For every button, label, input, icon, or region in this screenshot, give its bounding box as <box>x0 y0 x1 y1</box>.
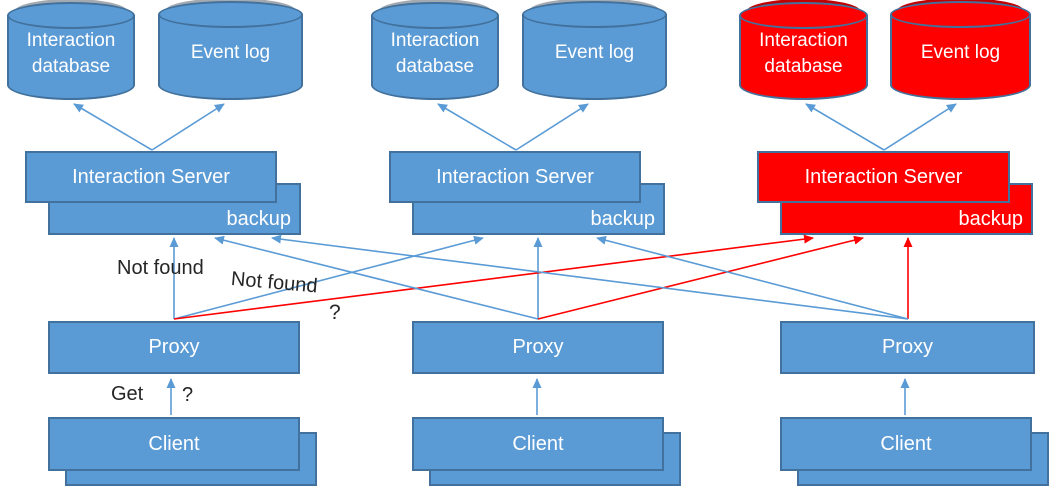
proxy-label-3: Proxy <box>881 336 934 358</box>
event-log-cylinder-3: Event log <box>890 0 1031 100</box>
edge-server1-to-database1 <box>73 103 153 151</box>
interaction-server-label-3: Interaction Server <box>804 165 963 188</box>
proxy-box-2: Proxy <box>412 321 664 374</box>
interaction-database-label-2: Interaction database <box>371 15 499 100</box>
cylinder-top-ellipse <box>739 2 868 29</box>
edge-proxy3-to-backup2 <box>596 235 909 320</box>
event-log-label-2: Event log <box>522 14 667 100</box>
interaction-server-box-1: Interaction Server <box>25 151 277 203</box>
interaction-database-cylinder-2: Interaction database <box>371 0 499 100</box>
proxy-label-1: Proxy <box>148 336 200 358</box>
interaction-server-label-2: Interaction Server <box>436 165 594 188</box>
client-box-2: Client <box>412 417 664 471</box>
edge-server1-to-eventlog1 <box>151 103 225 151</box>
proxy-label-2: Proxy <box>512 336 564 358</box>
question-mark-upper: ? <box>329 301 341 324</box>
edge-server3-to-database3 <box>805 103 885 151</box>
interaction-database-label-1: Interaction database <box>7 15 135 100</box>
event-log-label-1: Event log <box>158 14 303 100</box>
backup-label-3: backup <box>958 208 1024 230</box>
client-box-1: Client <box>48 417 300 471</box>
event-log-cylinder-1: Event log <box>158 0 303 100</box>
client-label-1: Client <box>148 432 200 455</box>
cylinder-top-ellipse <box>371 2 499 29</box>
interaction-database-label-3: Interaction database <box>739 15 868 100</box>
question-mark-lower: ? <box>182 384 194 406</box>
edge-proxy2-to-backup3 <box>537 235 864 320</box>
event-log-label-3: Event log <box>890 14 1031 100</box>
backup-label-2: backup <box>590 208 656 230</box>
backup-label-1: backup <box>226 208 292 230</box>
cylinder-top-ellipse <box>7 2 135 29</box>
interaction-server-box-3: Interaction Server <box>757 151 1010 203</box>
cylinder-top-ellipse <box>522 1 667 28</box>
event-log-cylinder-2: Event log <box>522 0 667 100</box>
client-label-2: Client <box>512 432 564 455</box>
edge-server2-to-database2 <box>437 103 517 151</box>
cylinder-top-ellipse <box>890 1 1031 28</box>
cylinder-top-ellipse <box>158 1 303 28</box>
not-found-label-right: Not found <box>230 268 319 298</box>
client-box-3: Client <box>780 417 1032 471</box>
proxy-box-3: Proxy <box>780 321 1035 374</box>
not-found-label-left: Not found <box>117 257 204 279</box>
interaction-database-cylinder-1: Interaction database <box>7 0 135 100</box>
edge-server3-to-eventlog3 <box>883 103 957 151</box>
edge-server2-to-eventlog2 <box>515 103 589 151</box>
interaction-database-cylinder-3: Interaction database <box>739 0 868 100</box>
client-label-3: Client <box>880 432 932 455</box>
get-label: Get <box>111 383 144 405</box>
interaction-server-label-1: Interaction Server <box>72 165 230 188</box>
interaction-server-box-2: Interaction Server <box>389 151 641 203</box>
edge-proxy3-to-backup1 <box>271 234 909 320</box>
proxy-box-1: Proxy <box>48 321 300 374</box>
